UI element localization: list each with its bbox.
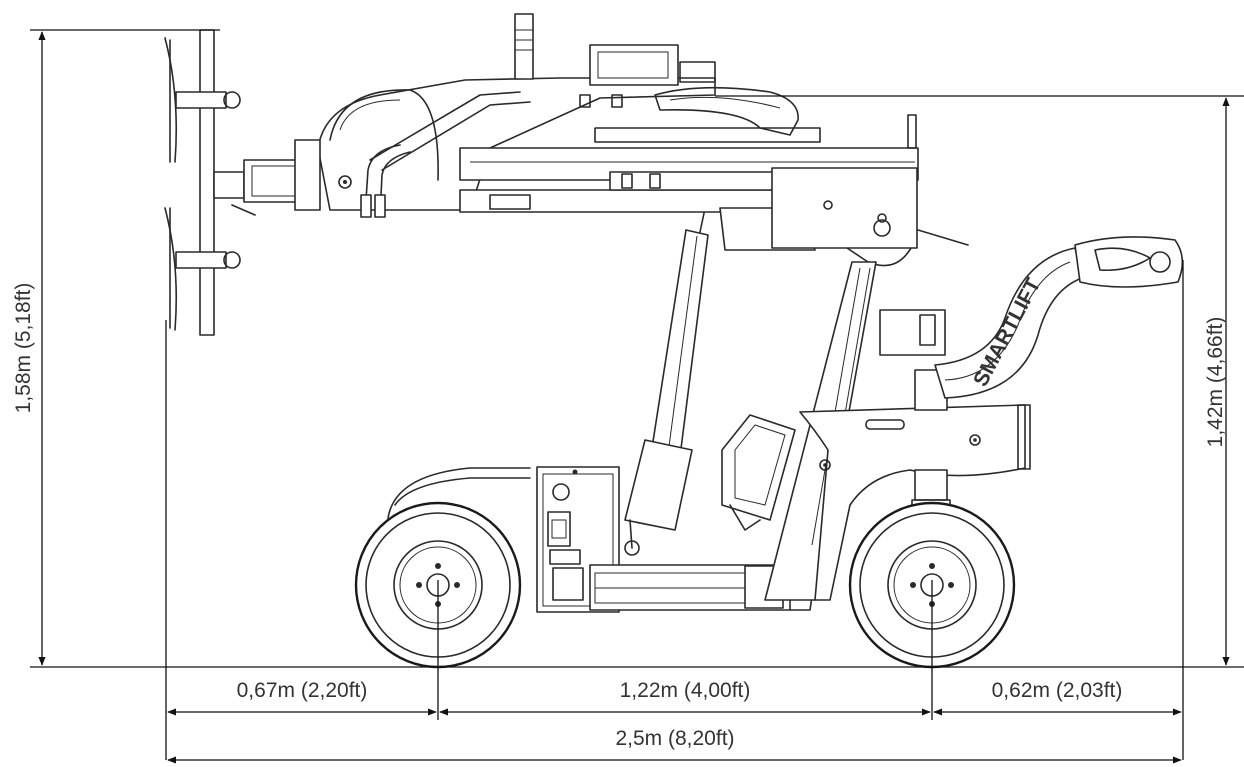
handle-height-label: 1,42m (4,66ft) — [1204, 317, 1227, 448]
wheelbase-label: 1,22m (4,00ft) — [620, 679, 751, 702]
rear-overhang-label: 0,62m (2,03ft) — [992, 679, 1123, 702]
base-chassis — [387, 466, 816, 613]
drive-motor — [721, 414, 796, 531]
main-boom — [317, 77, 969, 251]
vacuum-head — [164, 29, 321, 336]
total-length-label: 2,5m (8,20ft) — [615, 727, 734, 750]
dimension-labels: 1,58m (5,18ft) 1,42m (4,66ft) 0,67m (2,2… — [12, 283, 1227, 750]
vacuum-pump-unit — [514, 13, 799, 136]
steering-handle: SMARTLIFT — [934, 236, 1184, 399]
total-height-label: 1,58m (5,18ft) — [12, 283, 35, 414]
front-overhang-label: 0,67m (2,20ft) — [237, 679, 368, 702]
hydraulic-hoses — [360, 144, 411, 218]
machine-drawing: SMARTLIFT — [164, 13, 1184, 669]
dimension-lines — [30, 29, 1244, 764]
lift-cylinder — [624, 149, 719, 556]
